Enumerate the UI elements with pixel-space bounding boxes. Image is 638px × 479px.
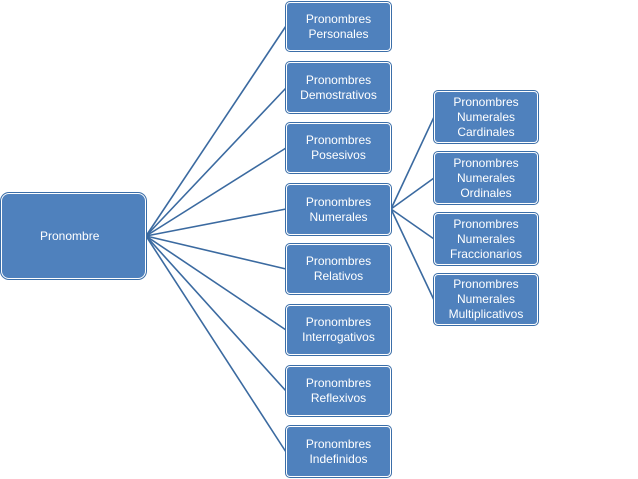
- node-relativos: Pronombres Relativos: [286, 244, 391, 294]
- node-interrogativos-label: Pronombres Interrogativos: [302, 315, 375, 344]
- node-numerales-multiplicativos: Pronombres Numerales Multiplicativos: [434, 274, 538, 325]
- node-reflexivos-label: Pronombres Reflexivos: [305, 376, 372, 405]
- node-numerales-multiplicativos-label: Pronombres Numerales Multiplicativos: [448, 277, 524, 321]
- connector-numerales-fraccionarios: [390, 208, 435, 240]
- node-numerales-fraccionarios: Pronombres Numerales Fraccionarios: [434, 213, 538, 265]
- node-posesivos-label: Pronombres Posesivos: [305, 133, 372, 162]
- node-numerales-ordinales: Pronombres Numerales Ordinales: [434, 152, 538, 204]
- node-indefinidos: Pronombres Indefinidos: [286, 426, 391, 477]
- connector-root-personales: [145, 25, 287, 237]
- connector-root-interrogativos: [145, 235, 287, 331]
- connector-root-numerales: [145, 208, 287, 237]
- connector-root-reflexivos: [145, 235, 287, 392]
- node-pronombre: Pronombre: [1, 193, 146, 279]
- node-interrogativos: Pronombres Interrogativos: [286, 305, 391, 355]
- node-personales: Pronombres Personales: [286, 2, 391, 51]
- connector-root-posesivos: [145, 147, 287, 237]
- node-demostrativos-label: Pronombres Demostrativos: [300, 72, 377, 102]
- node-personales-label: Pronombres Personales: [305, 11, 372, 41]
- node-reflexivos: Pronombres Reflexivos: [286, 366, 391, 416]
- node-numerales-cardinales-label: Pronombres Numerales Cardinales: [453, 94, 519, 139]
- node-numerales-cardinales: Pronombres Numerales Cardinales: [434, 91, 538, 143]
- connector-numerales-cardinales: [390, 116, 435, 210]
- node-relativos-label: Pronombres Relativos: [305, 254, 372, 283]
- node-posesivos: Pronombres Posesivos: [286, 123, 391, 173]
- connector-numerales-multiplicativos: [390, 208, 435, 301]
- connector-root-indefinidos: [145, 235, 287, 453]
- node-indefinidos-label: Pronombres Indefinidos: [305, 436, 372, 466]
- node-numerales: Pronombres Numerales: [286, 184, 391, 235]
- connector-root-relativos: [145, 235, 287, 270]
- node-demostrativos: Pronombres Demostrativos: [286, 62, 391, 113]
- connector-numerales-ordinales: [390, 177, 435, 210]
- node-numerales-fraccionarios-label: Pronombres Numerales Fraccionarios: [449, 216, 523, 261]
- node-numerales-ordinales-label: Pronombres Numerales Ordinales: [453, 155, 519, 200]
- node-numerales-label: Pronombres Numerales: [305, 194, 372, 224]
- node-pronombre-label: Pronombre: [40, 228, 100, 243]
- connector-root-demostrativos: [145, 87, 287, 237]
